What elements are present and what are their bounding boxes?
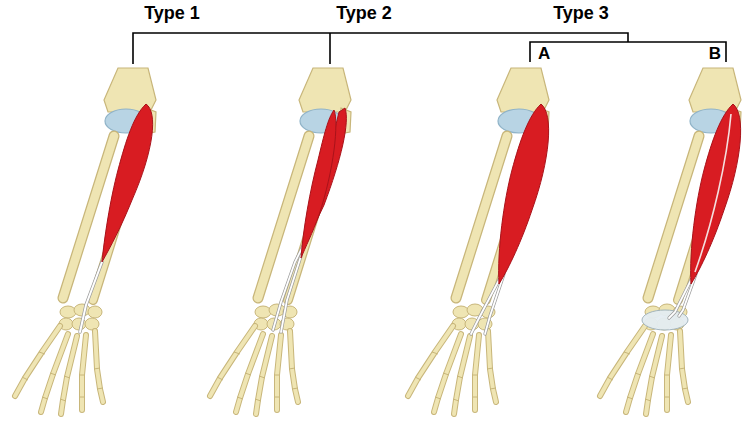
muscle-type-1 <box>80 104 153 332</box>
subtype-label: A <box>538 45 550 64</box>
muscle-type-3b <box>642 104 741 330</box>
forearm-bones <box>600 68 741 414</box>
type-label: Type 2 <box>336 4 392 24</box>
subtype-label: B <box>709 45 721 64</box>
type-label: Type 1 <box>144 4 200 24</box>
forearm-bones <box>210 68 351 414</box>
forearm-bones <box>408 68 549 414</box>
type-label: Type 3 <box>553 4 609 24</box>
forearm-bones <box>15 68 156 414</box>
muscle-type-3a <box>471 104 549 334</box>
type-bracket <box>133 33 726 64</box>
muscle-type-2 <box>273 108 346 332</box>
